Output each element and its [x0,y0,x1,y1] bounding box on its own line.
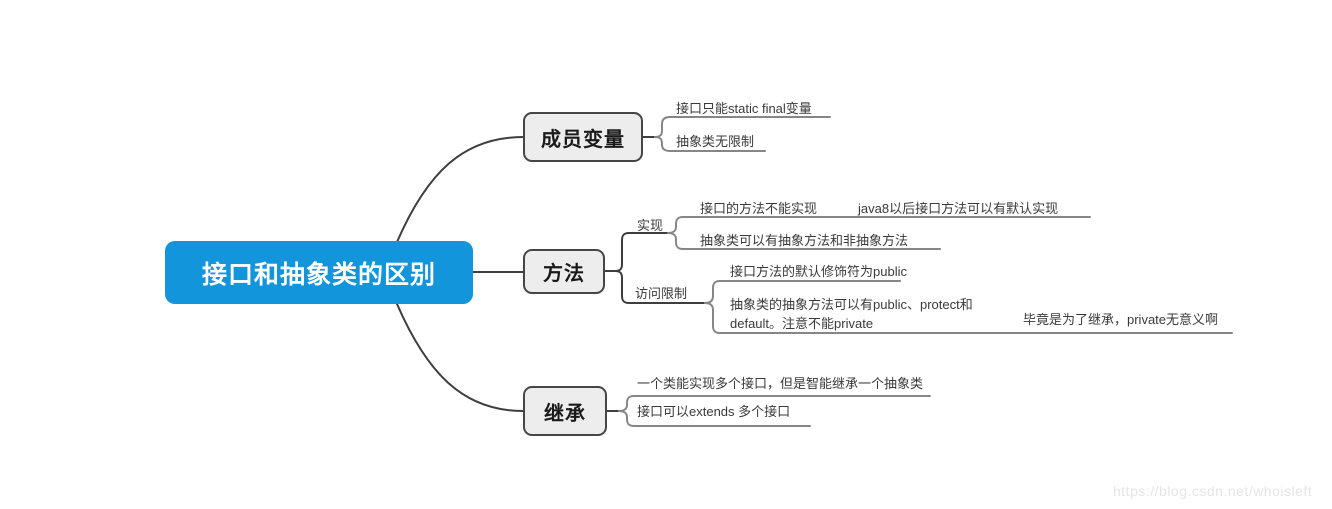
connector-methods-to-impl [614,232,669,272]
underline-members-child1 [654,116,831,138]
underline-members-child2 [654,136,766,152]
connector-root-to-members [396,136,524,243]
node-implementation[interactable]: 实现 [637,218,664,233]
node-interface-static-final[interactable]: 接口只能static final变量 [676,101,812,116]
branch-node-inheritance[interactable]: 继承 [523,386,607,436]
connector-methods-to-access [614,270,706,304]
underline-inherit-child2 [618,410,811,427]
node-access-restriction[interactable]: 访问限制 [635,286,688,301]
node-abstract-no-limit[interactable]: 抽象类无限制 [676,134,755,149]
node-interface-methods-no-impl[interactable]: 接口的方法不能实现 [700,201,818,216]
underline-impl-child2 [667,232,941,250]
node-java8-default-impl[interactable]: java8以后接口方法可以有默认实现 [858,201,1059,216]
underline-access-child1 [704,280,901,304]
root-node[interactable]: 接口和抽象类的区别 [165,241,473,304]
underline-inherit-child1 [618,395,931,412]
node-private-meaningless-note[interactable]: 毕竟是为了继承，private无意义啊 [1023,312,1219,327]
node-multi-interface-single-abstract[interactable]: 一个类能实现多个接口，但是智能继承一个抽象类 [637,376,924,391]
node-abstract-modifiers[interactable]: 抽象类的抽象方法可以有public、protect和 default。注意不能p… [730,297,973,331]
underline-impl-child1 [667,216,1091,234]
branch-node-methods[interactable]: 方法 [523,249,605,294]
node-interface-default-public[interactable]: 接口方法的默认修饰符为public [730,264,907,279]
node-interface-extends-multi[interactable]: 接口可以extends 多个接口 [637,404,791,419]
underline-access-child2 [704,302,1233,334]
csdn-watermark: https://blog.csdn.net/whoisleft [1113,483,1313,499]
branch-node-member-variables[interactable]: 成员变量 [523,112,643,162]
node-abstract-methods-mix[interactable]: 抽象类可以有抽象方法和非抽象方法 [700,233,909,248]
connector-root-to-inherit [396,303,524,412]
